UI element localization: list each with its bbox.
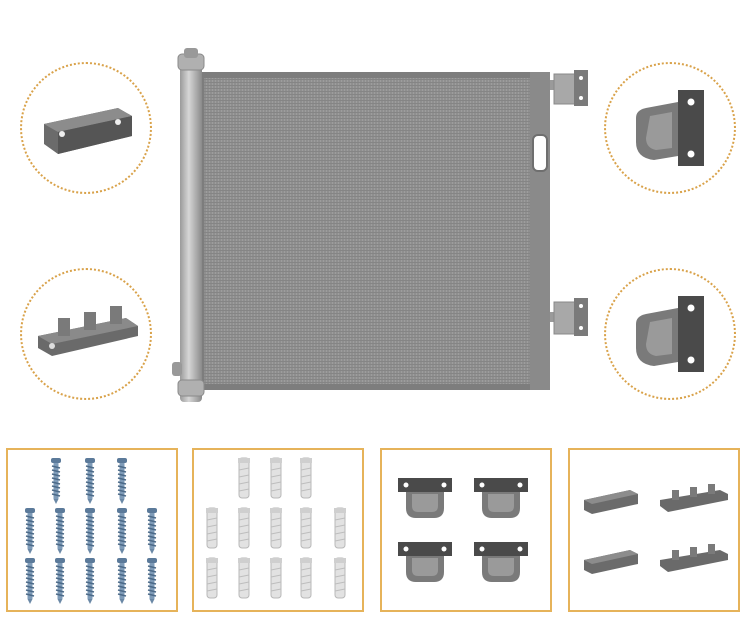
wall-anchor-icon bbox=[206, 507, 218, 549]
wall-anchor-icon bbox=[300, 507, 312, 549]
wall-anchor-icon bbox=[300, 457, 312, 499]
wall-anchor-icon bbox=[334, 557, 346, 599]
gate-post bbox=[180, 62, 202, 402]
panel-hook-brackets bbox=[380, 448, 552, 612]
panel-mount-plates bbox=[568, 448, 740, 612]
screw-icon bbox=[147, 508, 157, 554]
floor-bracket-icon bbox=[38, 306, 138, 356]
callout-wall-mount-plate bbox=[20, 62, 152, 194]
hook-bracket-icon bbox=[474, 478, 528, 518]
top-hinge bbox=[550, 70, 588, 106]
screw-icon bbox=[117, 508, 127, 554]
screw-icon bbox=[25, 558, 35, 604]
callout-floor-mount-bracket bbox=[20, 268, 152, 400]
screws-icon bbox=[25, 458, 157, 604]
panel-wall-anchors bbox=[192, 448, 364, 612]
callout-hook-bracket-top bbox=[604, 62, 736, 194]
wall-anchor-icon bbox=[270, 457, 282, 499]
screw-icon bbox=[85, 458, 95, 504]
gate-mesh bbox=[204, 78, 532, 384]
screw-icon bbox=[147, 558, 157, 604]
hook-bracket-icon bbox=[636, 90, 704, 166]
hook-bracket-icon bbox=[398, 542, 452, 582]
hook-brackets-icon bbox=[398, 478, 528, 582]
mesh-gate bbox=[170, 40, 600, 405]
wall-anchor-icon bbox=[238, 507, 250, 549]
wall-anchor-icon bbox=[270, 507, 282, 549]
screw-icon bbox=[85, 508, 95, 554]
hook-bracket-icon bbox=[474, 542, 528, 582]
hook-bracket-icon bbox=[636, 296, 704, 372]
wall-anchor-icon bbox=[334, 507, 346, 549]
hook-bracket-icon bbox=[398, 478, 452, 518]
wall-anchor-icon bbox=[206, 557, 218, 599]
wall-mount-plate-icon bbox=[44, 108, 132, 154]
wall-anchor-icon bbox=[238, 557, 250, 599]
screw-icon bbox=[117, 458, 127, 504]
wall-anchors-icon bbox=[206, 457, 346, 599]
screw-icon bbox=[55, 558, 65, 604]
screw-icon bbox=[117, 558, 127, 604]
screw-icon bbox=[85, 558, 95, 604]
bottom-hinge bbox=[550, 298, 588, 336]
screw-icon bbox=[25, 508, 35, 554]
panel-screws bbox=[6, 448, 178, 612]
wall-anchor-icon bbox=[238, 457, 250, 499]
screw-icon bbox=[55, 508, 65, 554]
callout-hook-bracket-bottom bbox=[604, 268, 736, 400]
screw-icon bbox=[51, 458, 61, 504]
wall-anchor-icon bbox=[270, 557, 282, 599]
mount-plates-icon bbox=[584, 484, 728, 574]
wall-anchor-icon bbox=[300, 557, 312, 599]
